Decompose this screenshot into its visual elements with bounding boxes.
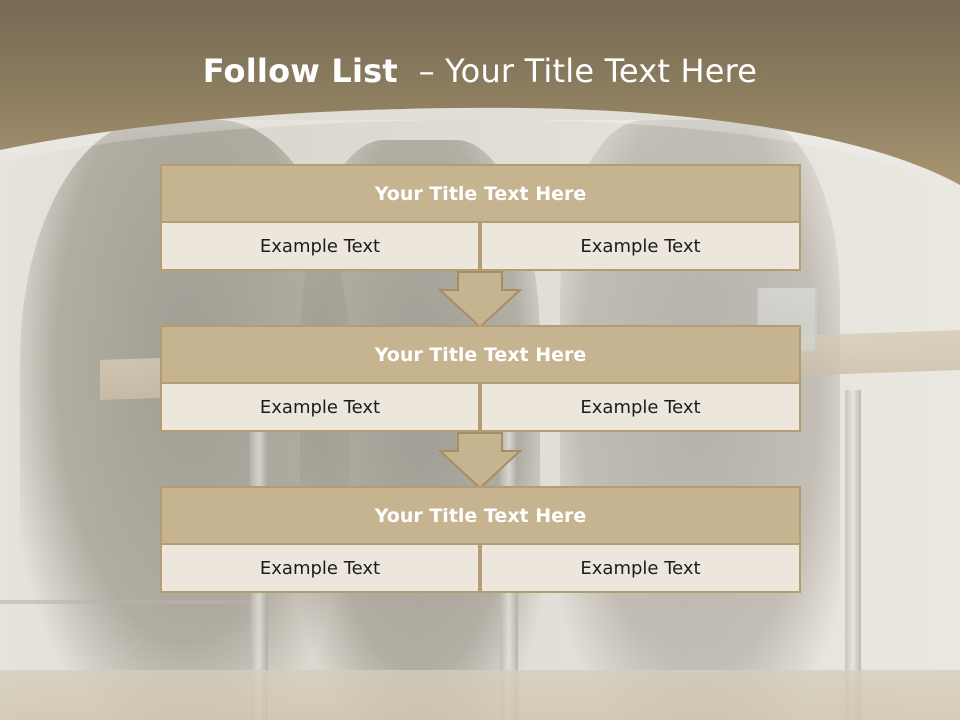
step-cell-left: Example Text [160,382,480,432]
slide-title: Follow List – Your Title Text Here [0,52,960,90]
down-arrow-icon [438,271,522,329]
header-band [0,0,960,192]
step-cell-right: Example Text [480,382,801,432]
photo-table-leg [845,390,861,720]
photo-floor [0,670,960,720]
step-title: Your Title Text Here [160,486,801,545]
title-bold: Follow List [202,52,398,90]
step-cell-left: Example Text [160,543,480,593]
step-cell-left: Example Text [160,221,480,271]
photo-chair [0,600,250,720]
step-title: Your Title Text Here [160,164,801,223]
step-cell-right: Example Text [480,221,801,271]
down-arrow-icon [438,432,522,490]
title-rest: – Your Title Text Here [418,52,758,90]
step-cell-right: Example Text [480,543,801,593]
step-title: Your Title Text Here [160,325,801,384]
